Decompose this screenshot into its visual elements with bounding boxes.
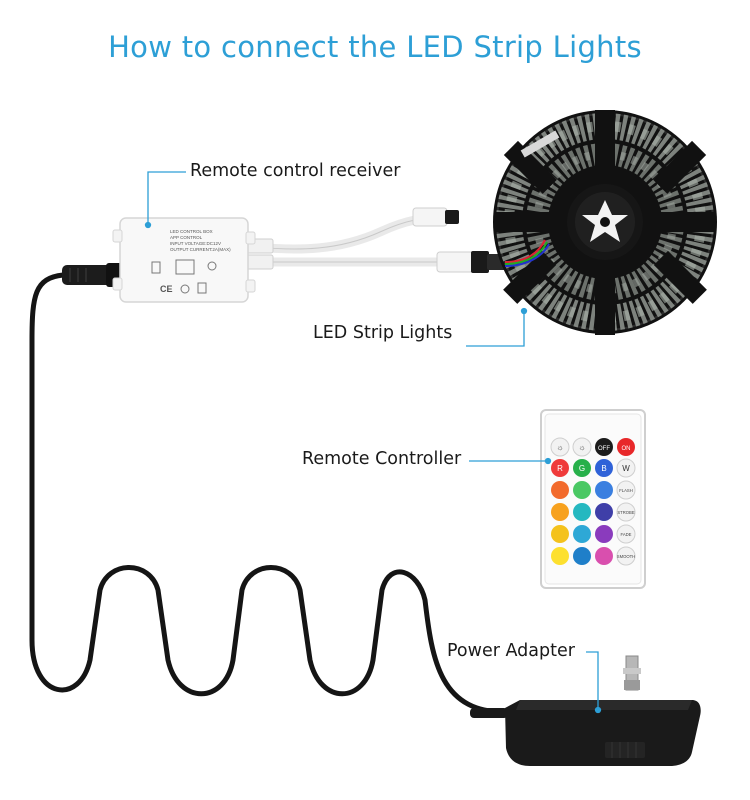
on-button-label: ON: [622, 446, 631, 452]
label-receiver: Remote control receiver: [190, 161, 400, 181]
green-button-label: G: [579, 464, 585, 473]
receiver-line-4: OUTPUT CURRENT:2A(MAX): [170, 247, 231, 252]
blue-button-label: B: [601, 464, 606, 473]
strobe-button-label: STROBE: [617, 510, 634, 515]
fade-button-label: FADE: [621, 532, 632, 537]
leader-dot-receiver: [146, 223, 151, 228]
receiver-cables: [243, 220, 440, 269]
power-adapter: [470, 656, 701, 766]
white-button-label: W: [622, 464, 630, 473]
brightness-down-label: ☼: [578, 443, 585, 452]
leader-dot-controller: [546, 459, 551, 464]
leader-line-strip: [466, 312, 524, 346]
label-power-adapter: Power Adapter: [447, 641, 575, 661]
leader-line-receiver: [148, 172, 186, 224]
off-button-label: OFF: [598, 446, 610, 452]
receiver-line-3: INPUT VOLTAGE:DC12V: [170, 241, 221, 246]
smooth-button-label: SMOOTH: [617, 554, 635, 559]
receiver-connector-top: [413, 208, 459, 226]
leader-dot-strip: [522, 309, 527, 314]
led-strip-reel: [493, 110, 717, 335]
receiver-ce-mark: CE: [160, 284, 173, 294]
flash-button-label: FLASH: [619, 488, 633, 493]
red-button-label: R: [557, 464, 563, 473]
receiver-connector-bottom: [437, 251, 507, 273]
brightness-up-label: ☼: [556, 443, 563, 452]
receiver-line-2: APP CONTROL: [170, 235, 203, 240]
leader-dot-adapter: [596, 708, 601, 713]
receiver-line-1: LED CONTROL BOX: [170, 229, 213, 234]
label-led-strip: LED Strip Lights: [313, 323, 452, 343]
label-remote-controller: Remote Controller: [302, 449, 461, 469]
receiver-box: LED CONTROL BOX APP CONTROL INPUT VOLTAG…: [113, 218, 255, 302]
